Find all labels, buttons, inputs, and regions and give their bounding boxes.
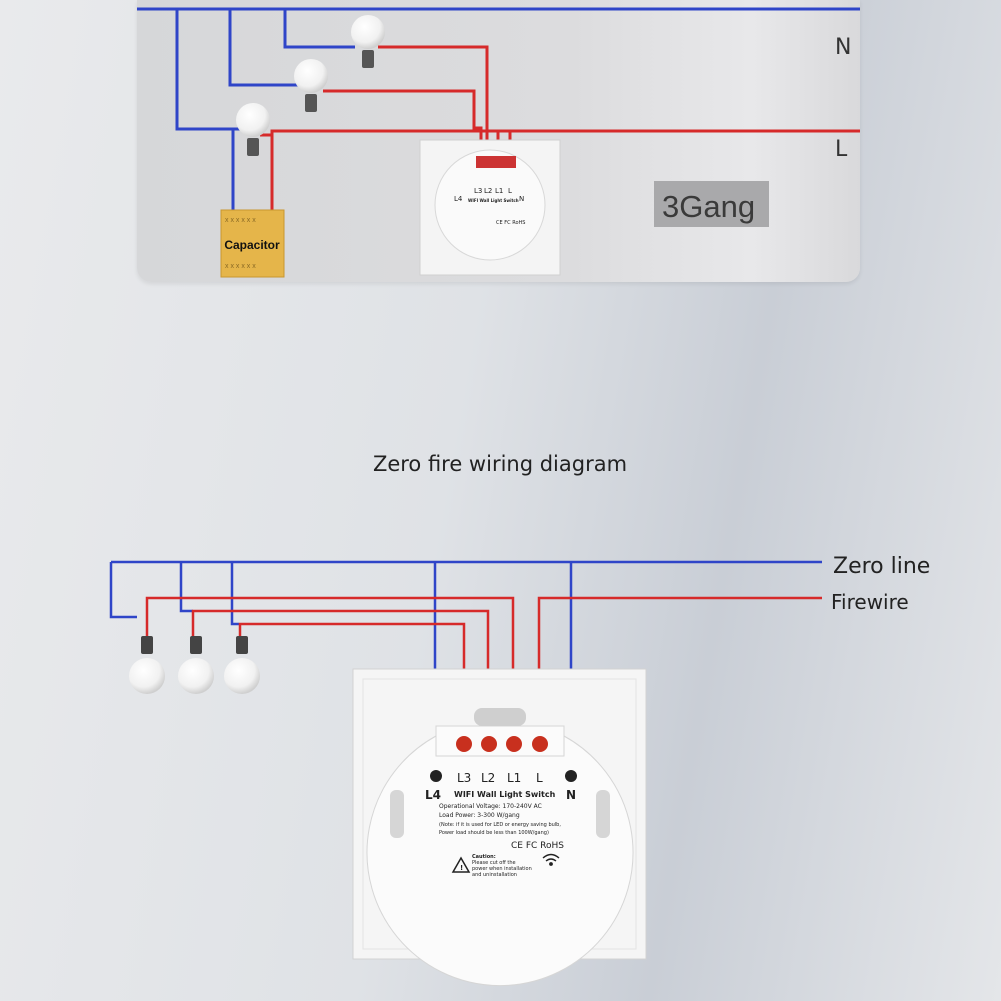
top-terminal-l3: L3 — [474, 187, 482, 195]
top-terminal-n: N — [519, 195, 524, 203]
bulb-icon — [351, 15, 385, 68]
top-n-label: N — [835, 35, 851, 60]
gang-badge: 3Gang — [662, 189, 755, 224]
bottom-switch: L3 L2 L1 L L4 N WIFI Wall Light Switch O… — [352, 668, 647, 987]
wifi-icon — [542, 853, 560, 866]
warning-icon — [451, 856, 471, 873]
terminal-l4: L4 — [425, 788, 441, 802]
zero-line-label: Zero line — [833, 554, 930, 579]
capacitor-label: Capacitor — [224, 238, 280, 252]
switch-spec-voltage: Operational Voltage: 170-240V AC — [439, 803, 542, 810]
svg-text:x x x x x x: x x x x x x — [225, 263, 256, 270]
terminal-l2: L2 — [481, 771, 495, 785]
caution-line-3: and uninstallation — [472, 872, 517, 878]
firewire-label: Firewire — [831, 590, 909, 614]
terminal-l3: L3 — [457, 771, 471, 785]
diagram-caption: Zero fire wiring diagram — [373, 452, 627, 476]
switch-note-2: Power load should be less than 100W/gang… — [439, 830, 549, 836]
bulb-icon — [129, 636, 165, 694]
caution-line-1: Please cut off the — [472, 860, 516, 866]
certification-marks: CE FC RoHS — [511, 841, 564, 851]
top-l-label: L — [835, 137, 848, 162]
bulb-icon — [224, 636, 260, 694]
top-ce-mark: CE FC RoHS — [496, 220, 525, 226]
top-terminal-l4: L4 — [454, 195, 463, 203]
gang-badge-bg — [654, 181, 769, 227]
capacitor: x x x x x x x x x x x x Capacitor — [220, 209, 285, 278]
switch-title: WIFI Wall Light Switch — [454, 790, 556, 799]
warning-mark: ! — [460, 864, 463, 872]
top-terminal-l: L — [508, 187, 512, 195]
top-terminal-l1: L1 — [495, 187, 503, 195]
svg-text:x x x x x x: x x x x x x — [225, 217, 256, 224]
terminal-l1: L1 — [507, 771, 521, 785]
bulb-icon — [236, 103, 270, 156]
bulb-icon — [294, 59, 328, 112]
top-switch: L3 L2 L1 L L4 N WIFI Wall Light Switch C… — [419, 139, 561, 276]
bulb-icon — [178, 636, 214, 694]
terminal-n: N — [566, 788, 576, 802]
caution-line-2: power when installation — [472, 866, 532, 872]
top-switch-title: WIFI Wall Light Switch — [468, 198, 519, 203]
switch-note-1: (Note: if it is used for LED or energy s… — [439, 822, 561, 828]
top-terminal-l2: L2 — [484, 187, 492, 195]
caution-title: Caution: — [472, 854, 496, 860]
switch-spec-load: Load Power: 3-300 W/gang — [439, 812, 520, 819]
terminal-l: L — [536, 771, 543, 785]
